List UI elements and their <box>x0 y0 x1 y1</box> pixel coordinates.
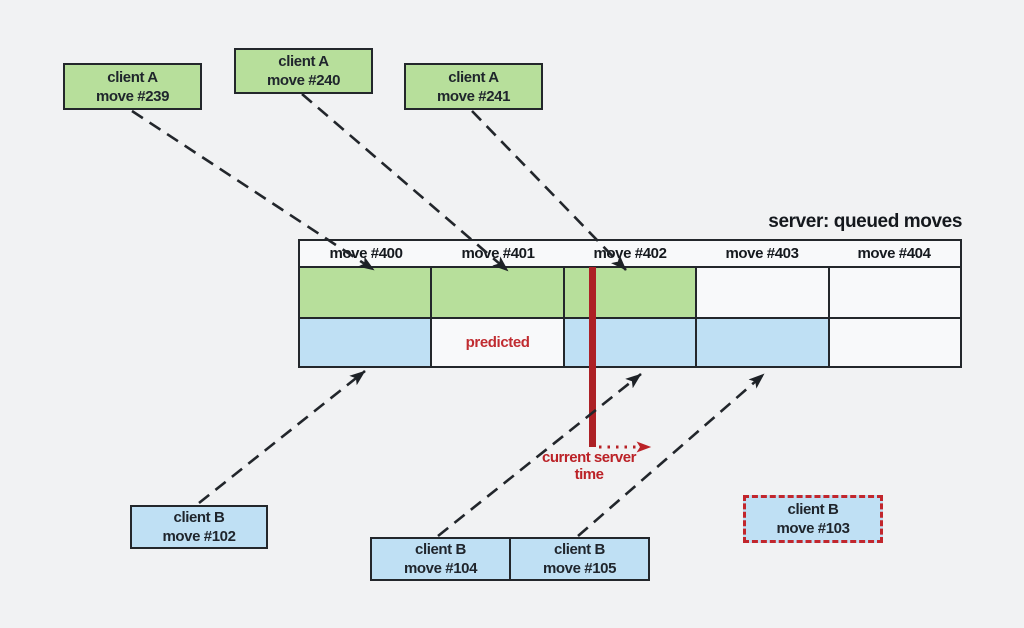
clienta-move-241-move: move #241 <box>436 87 511 105</box>
clientb-move-105-client: client B <box>554 541 605 558</box>
queue-header-move-404: move #404 <box>857 245 931 262</box>
clienta-move-240-box: client A move #240 <box>234 48 373 94</box>
queue-cell-a-402 <box>564 268 698 317</box>
queue-cell-b-402 <box>564 319 698 366</box>
queue-cell-a-404 <box>829 268 961 317</box>
clienta-move-241-box: client A move #241 <box>404 63 543 110</box>
queue-header-move-400: move #400 <box>329 245 403 262</box>
clientb-move-105-move: move #105 <box>542 560 617 577</box>
clientb-move-102-box: client B move #102 <box>130 505 268 549</box>
clientb-moves-104-105-box: client B move #104 client B move #105 <box>370 537 650 581</box>
current-server-time-line <box>589 267 596 447</box>
queue-cell-a-400 <box>300 268 433 317</box>
clientb-move-102-move: move #102 <box>162 528 236 545</box>
clienta-move-239-move: move #239 <box>95 87 170 105</box>
queue-row-client-b: predicted <box>300 319 961 366</box>
clienta-move-239-box: client A move #239 <box>63 63 202 110</box>
queue-cell-b-400 <box>300 319 433 366</box>
clienta-move-240-client: client A <box>278 53 329 70</box>
queue-header-move-403: move #403 <box>725 245 799 262</box>
queue-cell-a-403 <box>697 268 830 317</box>
clientb-move-103-client: client B <box>787 501 839 518</box>
clientb-move-103-move: move #103 <box>776 520 850 537</box>
clientb-move-102-client: client B <box>173 509 225 526</box>
queue-header-row: move #400 move #401 move #402 move #403 … <box>300 241 960 268</box>
queue-header-move-401: move #401 <box>461 245 535 262</box>
clienta-move-240-move: move #240 <box>266 72 341 89</box>
clienta-move-241-client: client A <box>448 68 499 86</box>
queue-cell-b-401: predicted <box>432 319 565 366</box>
arrow-clientb-102-to-slot400 <box>198 369 366 505</box>
server-queue-title: server: queued moves <box>768 211 962 232</box>
current-server-time-label-line2: time <box>574 466 604 483</box>
queue-cell-b-403 <box>697 319 830 366</box>
clientb-move-103-lost-box: client B move #103 <box>743 495 883 543</box>
clientb-move-104-client: client B <box>415 541 466 558</box>
clientb-move-104-box: client B move #104 <box>372 539 509 579</box>
clientb-move-104-move: move #104 <box>403 560 478 577</box>
clienta-move-239-client: client A <box>107 68 158 86</box>
predicted-label: predicted <box>465 334 530 351</box>
clientb-move-105-box: client B move #105 <box>509 539 648 579</box>
queue-header-move-402: move #402 <box>593 245 667 262</box>
queue-cell-b-404 <box>829 319 961 366</box>
current-server-time-label-line1: current server <box>542 449 636 466</box>
current-server-time-label: current server time <box>519 449 659 483</box>
queue-cell-a-401 <box>432 268 565 317</box>
queue-row-client-a <box>300 268 961 319</box>
server-queue-table: move #400 move #401 move #402 move #403 … <box>298 239 962 368</box>
